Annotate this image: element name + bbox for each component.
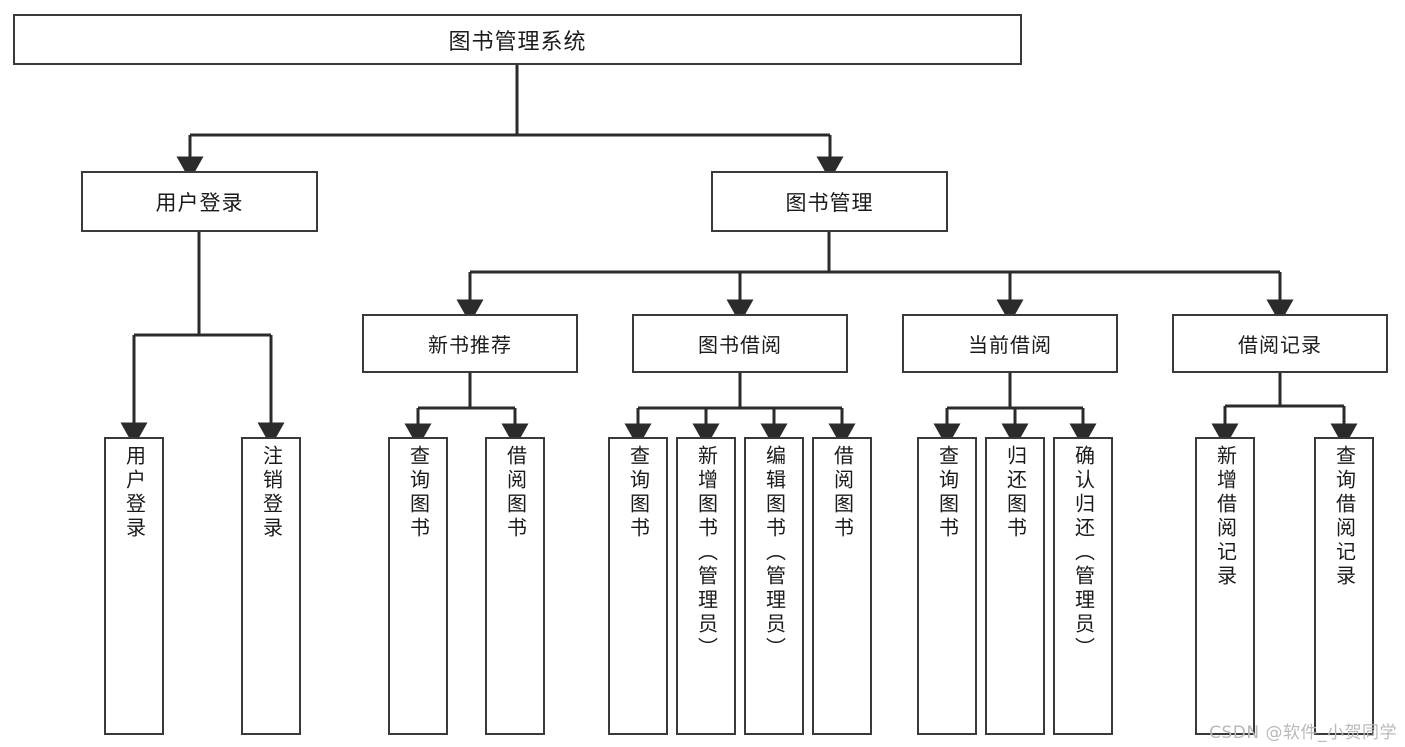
leaf-user-logout[interactable]: 注销登录 [241,437,301,735]
leaf-confirm-return-admin[interactable]: 确认归还（管理员） [1053,437,1113,735]
node-new-book-recommend-label: 新书推荐 [428,333,512,357]
leaf-recommend-query-book-label: 查询图书 [406,445,431,541]
leaf-query-borrow-record[interactable]: 查询借阅记录 [1314,437,1374,735]
leaf-borrow-query-book[interactable]: 查询图书 [608,437,668,735]
leaf-user-login-label: 用户登录 [122,445,147,541]
leaf-confirm-return-admin-label: 确认归还（管理员） [1071,445,1096,661]
leaf-add-book-admin-label: 新增图书（管理员） [694,445,719,661]
leaf-current-query-book-label: 查询图书 [935,445,960,541]
node-borrow-record-label: 借阅记录 [1238,333,1322,357]
leaf-return-book[interactable]: 归还图书 [985,437,1045,735]
node-borrow-record[interactable]: 借阅记录 [1172,314,1388,373]
leaf-edit-book-admin-label: 编辑图书（管理员） [762,445,787,661]
leaf-borrow-book-label: 借阅图书 [830,445,855,541]
leaf-user-login[interactable]: 用户登录 [104,437,164,735]
node-current-borrow[interactable]: 当前借阅 [902,314,1118,373]
node-new-book-recommend[interactable]: 新书推荐 [362,314,578,373]
node-root-label: 图书管理系统 [448,29,587,55]
watermark: CSDN @软件_小贺同学 [1209,723,1397,743]
node-book-borrow[interactable]: 图书借阅 [632,314,848,373]
node-book-management-label: 图书管理 [785,190,874,215]
leaf-recommend-borrow-book[interactable]: 借阅图书 [485,437,545,735]
node-user-login-label: 用户登录 [155,190,244,215]
leaf-return-book-label: 归还图书 [1003,445,1028,541]
leaf-add-borrow-record-label: 新增借阅记录 [1213,445,1238,589]
leaf-recommend-query-book[interactable]: 查询图书 [388,437,448,735]
leaf-add-book-admin[interactable]: 新增图书（管理员） [676,437,736,735]
leaf-edit-book-admin[interactable]: 编辑图书（管理员） [744,437,804,735]
leaf-query-borrow-record-label: 查询借阅记录 [1332,445,1357,589]
leaf-add-borrow-record[interactable]: 新增借阅记录 [1195,437,1255,735]
leaf-borrow-book[interactable]: 借阅图书 [812,437,872,735]
leaf-user-logout-label: 注销登录 [259,445,284,541]
leaf-current-query-book[interactable]: 查询图书 [917,437,977,735]
node-user-login[interactable]: 用户登录 [81,171,318,232]
node-book-management[interactable]: 图书管理 [711,171,948,232]
leaf-borrow-query-book-label: 查询图书 [626,445,651,541]
node-root[interactable]: 图书管理系统 [13,14,1022,65]
leaf-recommend-borrow-book-label: 借阅图书 [503,445,528,541]
node-current-borrow-label: 当前借阅 [968,333,1052,357]
node-book-borrow-label: 图书借阅 [698,333,782,357]
